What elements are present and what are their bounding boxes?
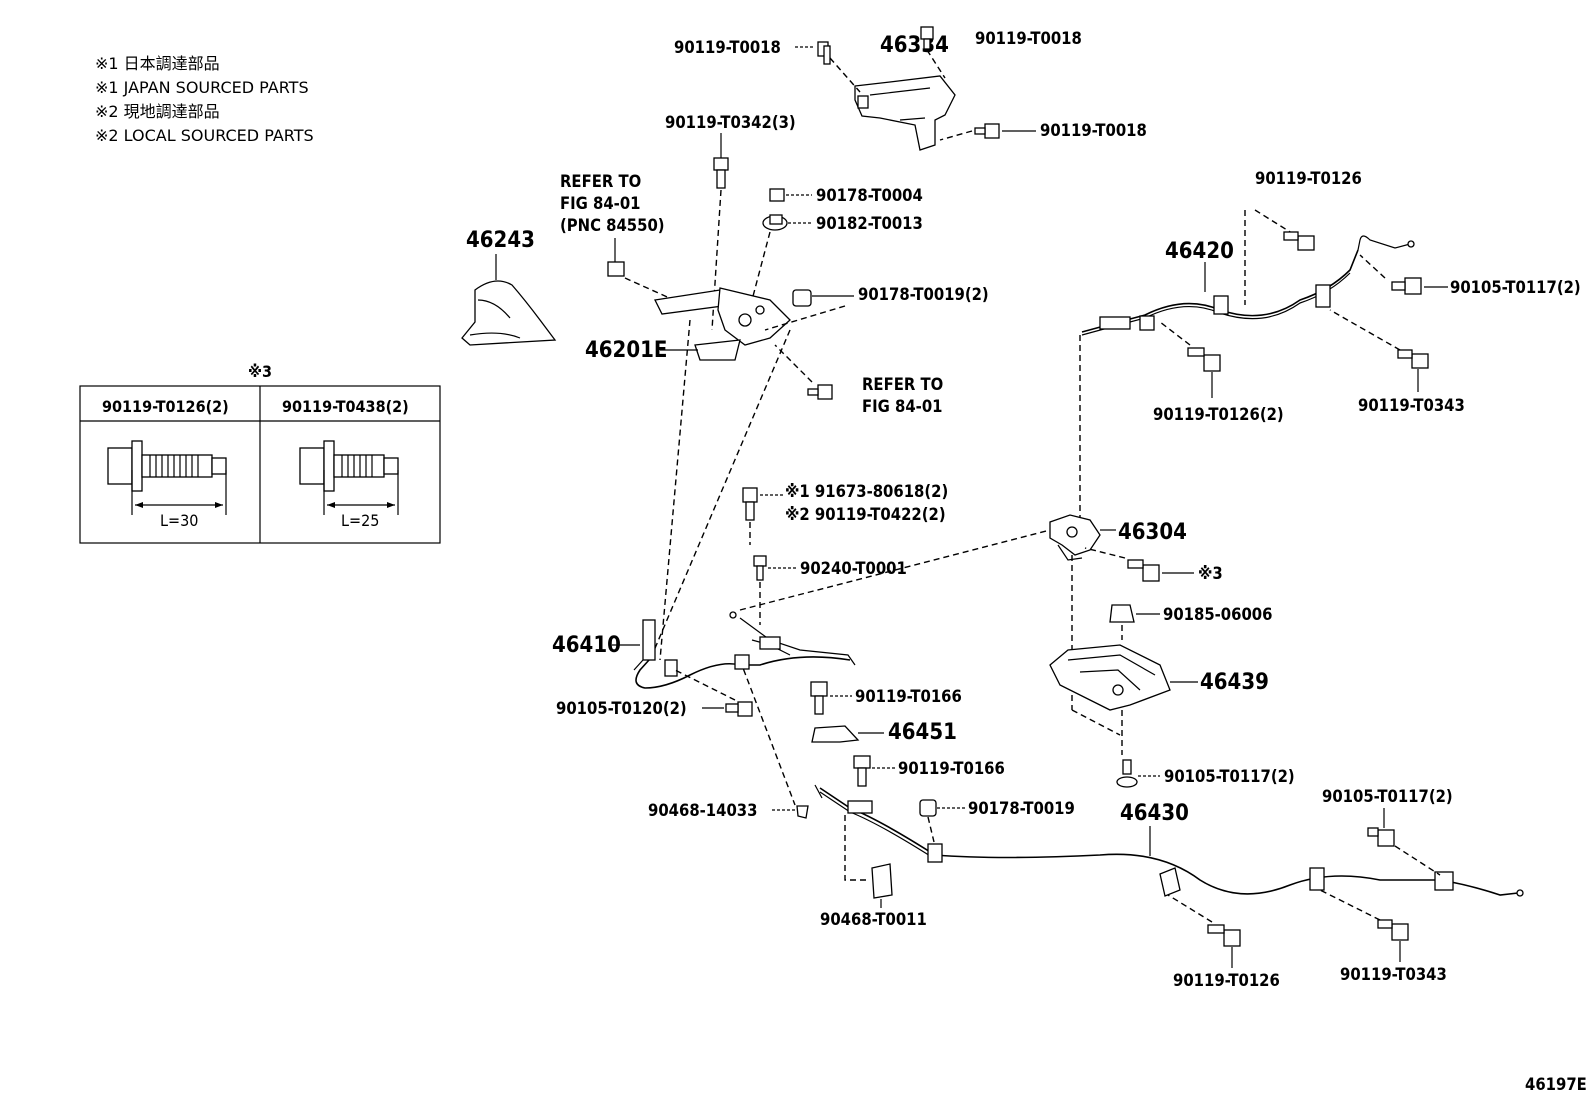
label-90119-T0166-b: 90119-T0166 — [898, 759, 1005, 778]
nut-icon — [769, 188, 785, 202]
lever-boot-46243 — [461, 280, 557, 346]
bolt-icon — [742, 487, 758, 521]
bolt-icon — [1207, 924, 1241, 947]
label-90119-T0126-top: 90119-T0126 — [1255, 169, 1362, 188]
bolt-icon — [974, 123, 1000, 139]
legend-line-4: ※2 LOCAL SOURCED PARTS — [95, 126, 314, 145]
protector-46439 — [1049, 644, 1171, 711]
label-46201E: 46201E — [585, 338, 667, 363]
bolt-icon — [817, 41, 831, 65]
label-90119-T0343-a: 90119-T0343 — [1358, 396, 1465, 415]
clip-nut-icon — [1109, 604, 1135, 623]
table-col2-dim: L=25 — [341, 511, 379, 530]
label-46304: 46304 — [1118, 520, 1187, 545]
bolt-icon — [1283, 231, 1315, 251]
label-90185-06006: 90185-06006 — [1163, 605, 1272, 624]
clip-icon — [607, 261, 625, 277]
bolt-icon — [1377, 919, 1409, 941]
legend-line-2: ※1 JAPAN SOURCED PARTS — [95, 78, 309, 97]
bolt-icon — [1367, 827, 1395, 847]
label-46451: 46451 — [888, 720, 957, 745]
table-col2-header: 90119-T0438(2) — [282, 397, 409, 416]
refer-2-line-1: REFER TO — [862, 375, 943, 394]
label-91673: ※1 91673-80618(2) — [785, 482, 948, 501]
bolt-icon — [1187, 347, 1221, 372]
label-90182-T0013: 90182-T0013 — [816, 214, 923, 233]
bolt-icon — [853, 755, 871, 787]
label-90105-T0117-2a: 90105-T0117(2) — [1450, 278, 1581, 297]
bolt-length-table: ※3 90119-T0126(2) 90119-T0438(2) L=30 — [79, 362, 441, 544]
table-mark: ※3 — [248, 362, 272, 381]
label-90468-T0011: 90468-T0011 — [820, 910, 927, 929]
label-46334: 46334 — [880, 33, 949, 58]
label-90119-T0342: 90119-T0342(3) — [665, 113, 796, 132]
bolt-icon — [807, 384, 833, 400]
bolt-icon — [107, 440, 227, 515]
label-mark-3: ※3 — [1198, 564, 1223, 583]
bolt-icon — [1397, 349, 1429, 369]
refer-1-line-1: REFER TO — [560, 172, 641, 191]
legend-line-1: ※1 日本調達部品 — [95, 54, 220, 73]
bolt-icon — [713, 157, 729, 189]
bolt-icon — [725, 701, 753, 717]
label-46243: 46243 — [466, 228, 535, 253]
label-90178-T0019-2: 90178-T0019(2) — [858, 285, 989, 304]
label-90178-T0019: 90178-T0019 — [968, 799, 1075, 818]
label-90119-T0343-b: 90119-T0343 — [1340, 965, 1447, 984]
legend: ※1 日本調達部品 ※1 JAPAN SOURCED PARTS ※2 現地調達… — [95, 52, 314, 148]
refer-1-line-3: (PNC 84550) — [560, 216, 665, 235]
refer-1-line-2: FIG 84-01 — [560, 194, 641, 213]
label-90105-T0117-2b: 90105-T0117(2) — [1164, 767, 1295, 786]
bolt-icon — [1127, 559, 1160, 582]
parking-brake-lever-46201E — [654, 287, 791, 361]
cable-46410 — [633, 611, 856, 689]
label-46410: 46410 — [552, 633, 621, 658]
label-90119-T0126-bot: 90119-T0126 — [1173, 971, 1280, 990]
legend-line-3: ※2 現地調達部品 — [95, 102, 220, 121]
table-col1-dim: L=30 — [160, 511, 198, 530]
label-90105-T0117-2c: 90105-T0117(2) — [1322, 787, 1453, 806]
nut-icon — [792, 289, 812, 307]
bolt-icon — [299, 440, 399, 515]
label-90119-T0018-b: 90119-T0018 — [975, 29, 1082, 48]
refer-2-line-2: FIG 84-01 — [862, 397, 943, 416]
label-90178-T0004: 90178-T0004 — [816, 186, 923, 205]
equalizer-bracket-46304 — [1049, 514, 1101, 561]
cable-46420 — [1081, 235, 1415, 336]
bolt-icon — [1116, 759, 1138, 788]
table-col1-header: 90119-T0126(2) — [102, 397, 229, 416]
label-46430: 46430 — [1120, 801, 1189, 826]
bolt-icon — [920, 26, 934, 50]
bolt-icon — [810, 681, 828, 715]
label-46439: 46439 — [1200, 670, 1269, 695]
figure-id: 46197E — [1525, 1075, 1587, 1094]
bracket-46334 — [854, 75, 956, 151]
washer-nut-icon — [762, 214, 788, 231]
cable-46430 — [819, 787, 1524, 897]
pin-icon — [753, 555, 767, 581]
nut-icon — [919, 799, 937, 817]
label-90119-T0126-2: 90119-T0126(2) — [1153, 405, 1284, 424]
label-90119-T0018-c: 90119-T0018 — [1040, 121, 1147, 140]
label-90119-T0018-a: 90119-T0018 — [674, 38, 781, 57]
label-46420: 46420 — [1165, 239, 1234, 264]
clip-icon — [796, 805, 809, 819]
label-90119-T0166-a: 90119-T0166 — [855, 687, 962, 706]
bracket-46451 — [811, 725, 860, 743]
label-90468-14033: 90468-14033 — [648, 801, 757, 820]
label-90105-T0120-2: 90105-T0120(2) — [556, 699, 687, 718]
bolt-icon — [1391, 277, 1422, 295]
clip-icon — [871, 863, 893, 899]
label-90240-T0001: 90240-T0001 — [800, 559, 907, 578]
label-90119-T0422: ※2 90119-T0422(2) — [785, 505, 946, 524]
